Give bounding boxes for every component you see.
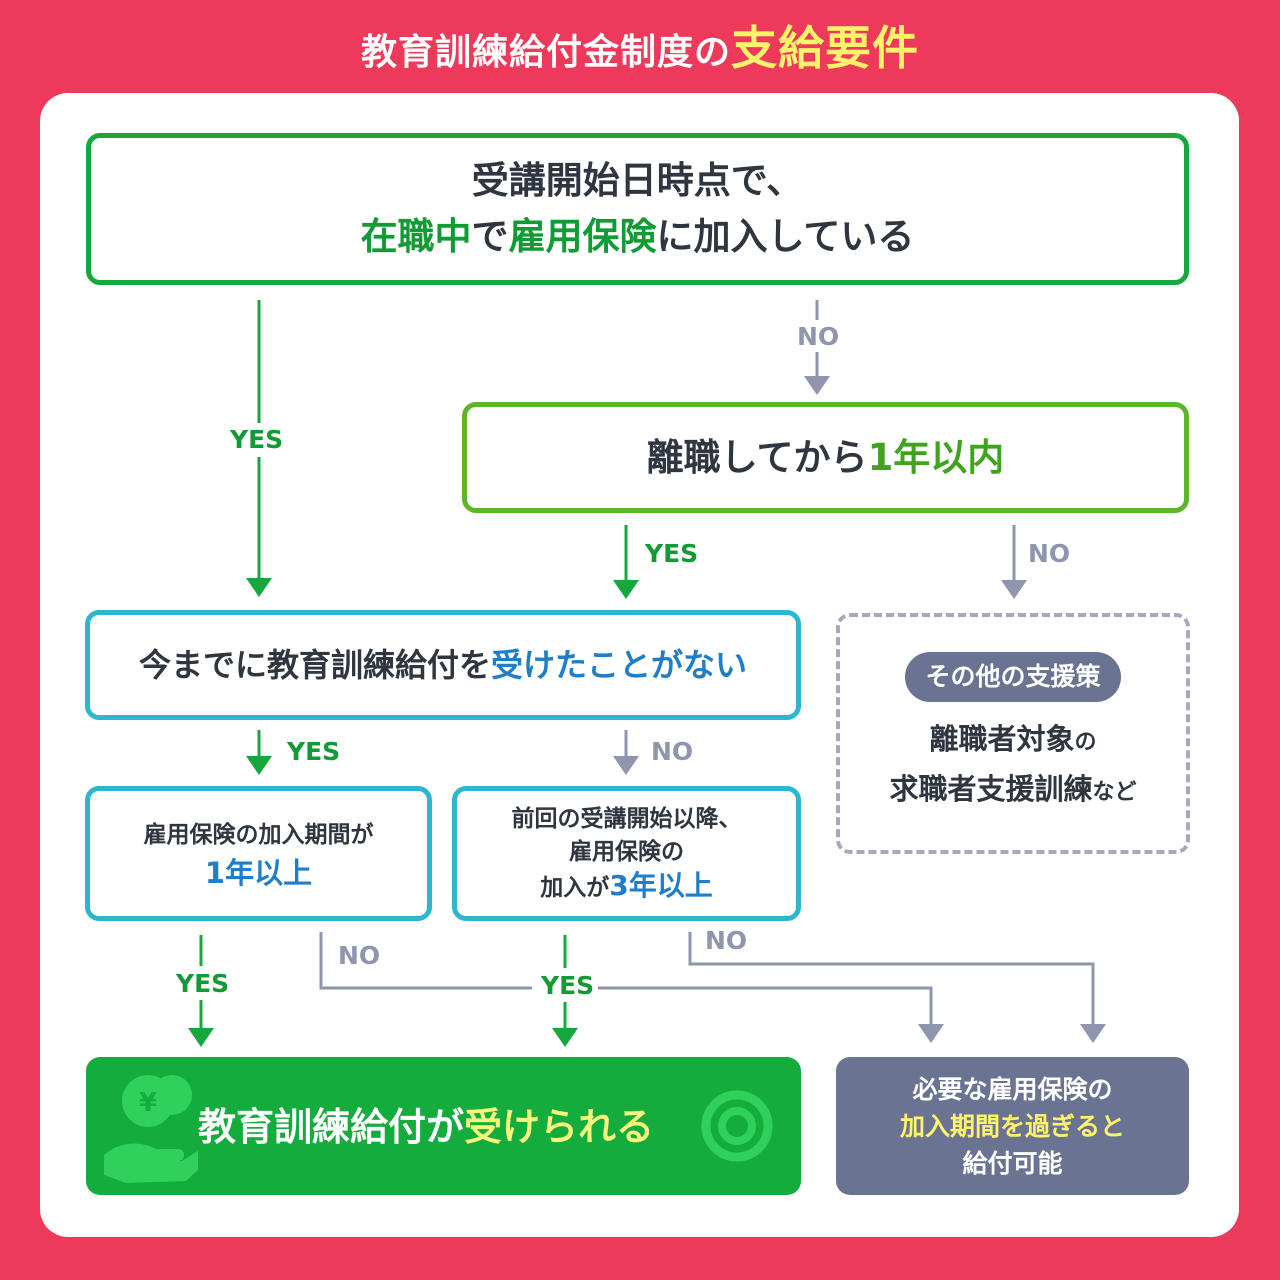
label-q2-no: NO — [1028, 539, 1071, 568]
label-q4-yes: YES — [176, 969, 230, 998]
result-eligible: ¥ 教育訓練給付が受けられる — [86, 1057, 801, 1195]
double-circle-icon — [701, 1090, 773, 1162]
arrowhead-q4-yes — [188, 1028, 214, 1047]
result-no-line3: 給付可能 — [962, 1148, 1063, 1178]
arrowhead-q2-yes — [613, 580, 639, 599]
arrow-q4-no — [319, 932, 532, 990]
label-q3-no: NO — [651, 737, 694, 766]
condition-one-year-insured: 雇用保険の加入期間が 1年以上 — [85, 786, 432, 921]
arrowhead-q3-yes — [246, 756, 272, 775]
arrowhead-q3-no — [613, 756, 639, 775]
title-highlight: 支給要件 — [731, 21, 919, 75]
arrow-q4-no-cont — [598, 986, 933, 1026]
arrowhead-q5-no — [1080, 1024, 1106, 1043]
label-q1-no: NO — [797, 322, 840, 351]
arrow-q5-no — [688, 932, 1095, 1026]
coin-hand-icon: ¥ — [104, 1075, 198, 1183]
arrowhead-q2-no — [1001, 580, 1027, 599]
condition-three-years-insured: 前回の受講開始以降、 雇用保険の 加入が3年以上 — [452, 786, 801, 921]
arrowhead-q1-yes — [246, 578, 272, 597]
other-line1: 離職者対象の — [929, 721, 1097, 756]
q5-line3: 加入が3年以上 — [540, 868, 713, 902]
result-no-line1: 必要な雇用保険の — [912, 1074, 1113, 1104]
question-never-received: 今までに教育訓練給付を受けたことがない — [85, 610, 801, 720]
label-q2-yes: YES — [645, 539, 699, 568]
result-no-line2: 加入期間を過ぎると — [899, 1111, 1125, 1141]
label-q1-yes: YES — [230, 425, 284, 454]
q1-line1: 受講開始日時点で、 — [471, 159, 804, 202]
q5-line1: 前回の受講開始以降、 — [511, 805, 742, 832]
label-q3-yes: YES — [287, 737, 341, 766]
question-left-within-year: 離職してから1年以内 — [462, 402, 1189, 513]
title-main: 教育訓練給付金制度の — [360, 32, 731, 73]
result-after-period: 必要な雇用保険の 加入期間を過ぎると 給付可能 — [836, 1057, 1189, 1195]
arrowhead-q5-yes — [552, 1028, 578, 1047]
arrowhead-q4-no — [918, 1024, 944, 1043]
label-q5-yes: YES — [541, 971, 595, 1000]
q4-line1: 雇用保険の加入期間が — [143, 821, 374, 848]
page-title: 教育訓練給付金制度の支給要件 — [0, 20, 1280, 81]
q4-line2: 1年以上 — [204, 855, 313, 890]
question-employed-insured: 受講開始日時点で、 在職中で雇用保険に加入している — [86, 133, 1189, 285]
other-support-box: その他の支援策 離職者対象の 求職者支援訓練など — [836, 613, 1190, 854]
q1-line2: 在職中で雇用保険に加入している — [360, 215, 915, 258]
other-line2: 求職者支援訓練など — [889, 771, 1137, 806]
arrowhead-q1-no — [804, 376, 830, 395]
q5-line2: 雇用保険の — [569, 838, 684, 865]
q2-text: 離職してから1年以内 — [646, 435, 1005, 479]
result-eligible-text: 教育訓練給付が受けられる — [198, 1105, 655, 1149]
coin-yen-symbol: ¥ — [139, 1088, 157, 1118]
label-q4-no: NO — [338, 941, 381, 970]
label-q5-no: NO — [705, 926, 748, 955]
other-support-badge: その他の支援策 — [905, 651, 1121, 702]
q3-text: 今までに教育訓練給付を受けたことがない — [138, 646, 748, 684]
